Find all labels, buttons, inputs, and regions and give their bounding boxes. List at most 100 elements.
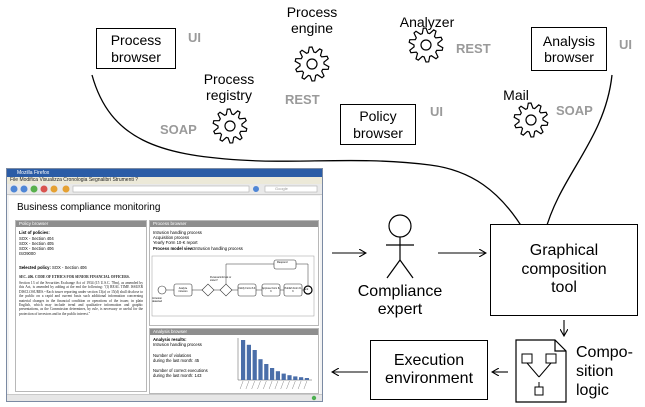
bpmn-label: Notify Form 8-K (238, 287, 256, 290)
chart-bar (270, 368, 275, 380)
process-engine-gear-icon (294, 46, 330, 82)
policy-browser-tag: UI (430, 104, 443, 119)
composition-logic-label-2: sition (576, 363, 614, 381)
chart-tick-label (257, 380, 261, 390)
chart-tick-label (268, 380, 273, 390)
analysis-browser-tag: UI (619, 37, 632, 52)
bpmn-label: Approve Form 8-K (262, 287, 280, 293)
service-cloud-outline (91, 74, 526, 233)
policy-browser-panel: Policy browser List of policies: SOX - S… (15, 220, 147, 392)
browser-status-bar (7, 394, 322, 401)
chart-bar (246, 344, 251, 380)
analysis-results-label: Analysis results: (153, 337, 187, 342)
chart-tick-label (263, 380, 267, 390)
chart-tick-label (303, 380, 308, 390)
process-browser-panel: Process browser Intrusion handling proce… (149, 220, 319, 326)
chart-bar (252, 350, 257, 380)
analysis-browser-panel: Analysis browser Analysis results: Intru… (149, 328, 319, 394)
address-bar (72, 185, 250, 193)
process-item: Acquisition process (153, 235, 190, 240)
policy-panel-header: Policy browser (16, 221, 146, 227)
browser-title-bar: Mozilla Firefox (7, 169, 322, 177)
correct-period: during the last month: 143 (153, 373, 202, 378)
correct-value: 143 (194, 373, 202, 378)
bpmn-diagram (151, 255, 315, 317)
chart-bar (281, 373, 286, 380)
chart-tick-label (239, 380, 244, 390)
violations-value: 45 (194, 358, 200, 363)
selected-policy-label: Selected policy: (19, 265, 51, 270)
process-registry-label-2: registry (206, 87, 252, 104)
violations-bar-chart (237, 338, 312, 390)
selected-policy-value: SOX - Section 406 (52, 265, 87, 270)
execution-environment-label-1: Execution (393, 351, 465, 369)
reload-icon (30, 185, 38, 193)
process-engine-label-1: Process (286, 4, 338, 20)
analyzer-gear-icon (408, 27, 444, 63)
law-text: Section 13 of the Securities Exchange Ac… (19, 281, 143, 316)
analysis-browser-label-2: browser (544, 49, 594, 65)
analyzer-label-text: Analyzer (399, 14, 455, 30)
bpmn-label: Personal info lost or stolen? (210, 276, 232, 282)
composition-tool-label-3: tool (551, 279, 577, 297)
composition-logic-label-1: Compo- (576, 344, 633, 361)
policy-item: SOX - Section 405 (19, 241, 54, 246)
person-icon (386, 214, 414, 279)
execution-environment-label-2: environment (384, 370, 474, 387)
process-browser-label-2: browser (111, 48, 161, 65)
home-icon (50, 185, 58, 193)
chart-bar (304, 378, 309, 380)
status-ok-icon (311, 395, 317, 401)
process-registry-tag: SOAP (160, 122, 197, 137)
policy-browser-label-1: Policy (359, 108, 397, 125)
mail-gear-icon (513, 102, 549, 138)
violations-period: during the last month: 45 (153, 358, 200, 363)
compliance-expert-label-1: Compliance (357, 283, 443, 300)
bpmn-label: End (304, 288, 309, 291)
analysis-process: Intrusion handling process (153, 342, 202, 347)
process-engine-tag: REST (285, 92, 320, 107)
chart-bar (241, 340, 246, 380)
forward-icon (20, 185, 28, 193)
bpmn-label: Analyze intrusion (178, 287, 188, 293)
analysis-panel-header: Analysis browser (150, 329, 318, 335)
process-browser-label-1: Process (110, 32, 162, 49)
policy-list-title: List of policies: (19, 230, 50, 235)
policy-browser-label-2: browser (353, 124, 403, 141)
analyzer-label: Analyzer (392, 14, 462, 30)
process-item: Intrusion handling process (153, 230, 202, 235)
chart-tick-label (274, 380, 279, 390)
process-model-value: Intrusion handling process (194, 246, 243, 251)
analyzer-tag: REST (456, 41, 491, 56)
chart-tick-label (297, 380, 302, 390)
gear-icon-group (212, 27, 549, 144)
chart-tick-label (245, 380, 250, 390)
policy-item: SOX - Section 406 (19, 246, 54, 251)
chart-bar (264, 364, 269, 380)
chart-bar (293, 376, 298, 380)
search-box (264, 185, 318, 193)
process-registry-gear-icon (212, 108, 248, 144)
chart-tick-label (251, 380, 255, 390)
chart-bar (287, 375, 292, 380)
policy-item: ISO9000 (19, 251, 36, 256)
process-panel-header: Process browser (150, 221, 318, 227)
browser-toolbar: Google (7, 184, 322, 195)
search-placeholder: Google (275, 186, 288, 191)
browser-window-screenshot: Mozilla Firefox File Modifica Visualizza… (6, 168, 323, 402)
chart-bar (258, 359, 263, 380)
back-icon (10, 185, 18, 193)
document-icon (515, 339, 567, 403)
chart-bar (299, 377, 304, 380)
